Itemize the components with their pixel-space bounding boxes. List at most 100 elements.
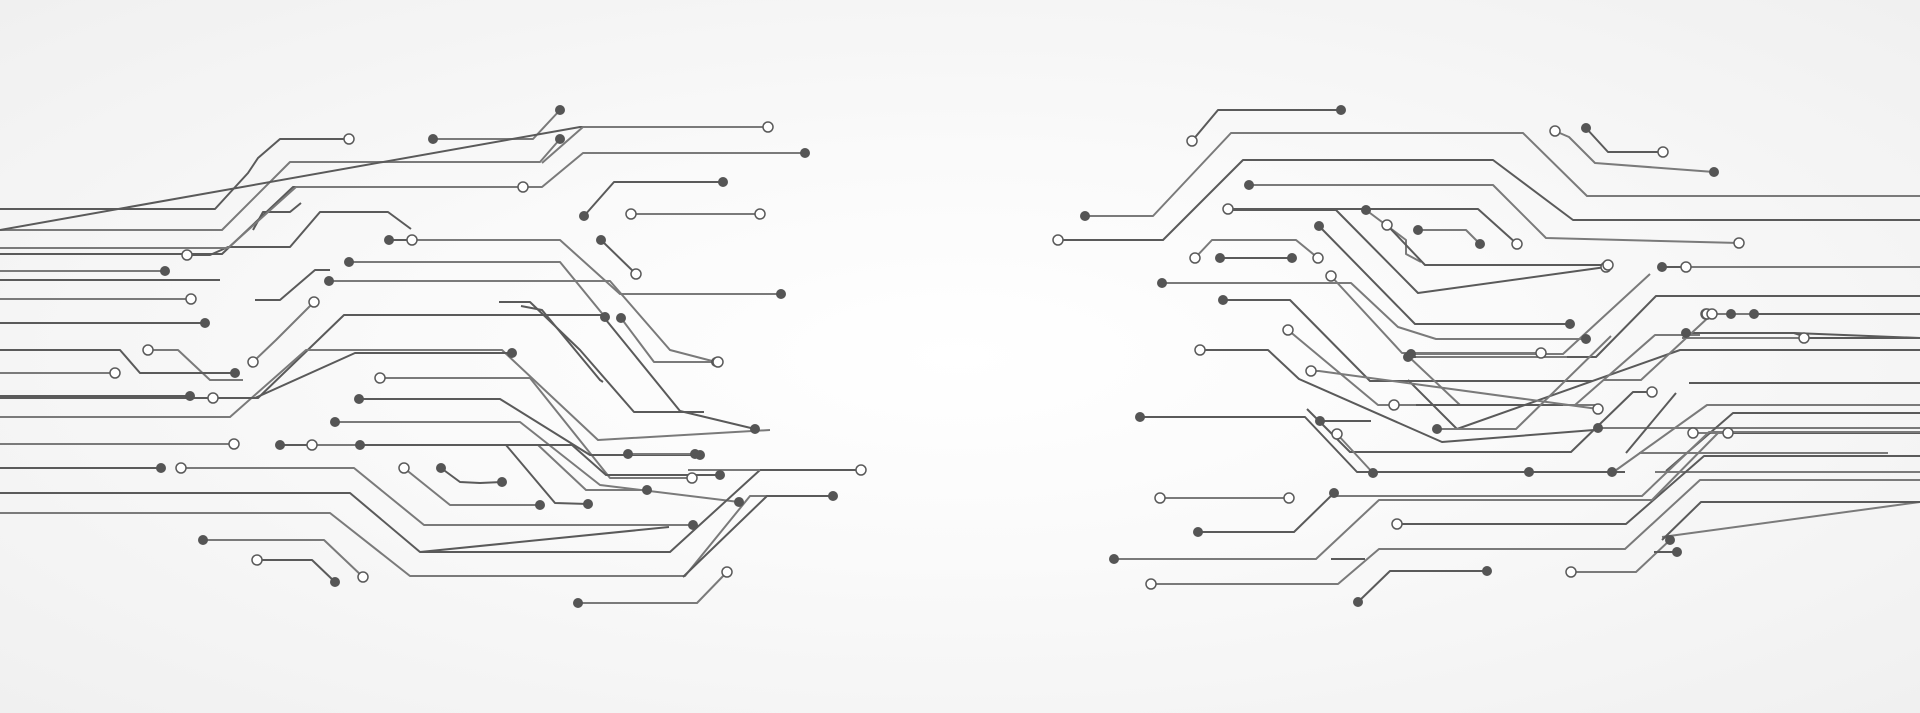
filled-node [355, 440, 365, 450]
open-node [251, 554, 263, 566]
filled-node [1432, 424, 1442, 434]
filled-node [1709, 167, 1719, 177]
circuit-trace [203, 539, 364, 578]
filled-node [230, 368, 240, 378]
circuit-trace [0, 152, 805, 249]
filled-node [1581, 334, 1591, 344]
filled-node [1593, 423, 1603, 433]
filled-node [623, 449, 633, 459]
circuit-trace [578, 571, 728, 604]
filled-node [555, 134, 565, 144]
filled-node [1406, 349, 1416, 359]
open-node [374, 372, 386, 384]
circuit-trace [1330, 275, 1541, 354]
open-node [855, 464, 867, 476]
circuit-trace [359, 398, 700, 456]
filled-node [616, 313, 626, 323]
filled-node [1681, 328, 1691, 338]
circuit-trace [1223, 299, 1592, 382]
filled-node [1524, 467, 1534, 477]
filled-node [555, 105, 565, 115]
filled-node [160, 266, 170, 276]
filled-node [275, 440, 285, 450]
circuit-trace [1661, 501, 1920, 538]
open-node [754, 208, 766, 220]
circuit-trace [1418, 229, 1481, 245]
circuit-trace [1287, 329, 1545, 406]
open-node [1687, 427, 1699, 439]
open-node [721, 566, 733, 578]
circuit-trace [1085, 132, 1920, 217]
filled-node [1657, 262, 1667, 272]
circuit-trace [257, 559, 336, 583]
open-node [1331, 428, 1343, 440]
circuit-trace [1357, 570, 1487, 603]
circuit-trace [349, 261, 606, 318]
open-node [1186, 135, 1198, 147]
circuit-trace [1198, 492, 1335, 533]
circuit-trace [1407, 349, 1920, 430]
open-node [357, 571, 369, 583]
filled-node [1475, 239, 1485, 249]
right-traces [1052, 105, 1920, 607]
open-node [762, 121, 774, 133]
filled-node [583, 499, 593, 509]
filled-node [1193, 527, 1203, 537]
filled-node [690, 449, 700, 459]
filled-node [330, 577, 340, 587]
filled-node [688, 520, 698, 530]
circuit-trace [1200, 349, 1595, 443]
filled-node [507, 348, 517, 358]
circuit-trace [520, 305, 604, 383]
filled-node [750, 424, 760, 434]
circuit-trace [1227, 209, 1607, 294]
open-node [308, 296, 320, 308]
open-node [630, 268, 642, 280]
filled-node [1353, 597, 1363, 607]
filled-node [600, 312, 610, 322]
open-node [398, 462, 410, 474]
circuit-trace [255, 269, 330, 301]
open-node [142, 344, 154, 356]
open-node [1391, 518, 1403, 530]
circuit-trace [600, 239, 637, 275]
open-node [1194, 344, 1206, 356]
open-node [1657, 146, 1669, 158]
circuit-trace [0, 492, 670, 553]
filled-node [579, 211, 589, 221]
circuit-trace [0, 349, 771, 441]
open-node [1798, 332, 1810, 344]
circuit-trace [280, 444, 589, 505]
filled-node [573, 598, 583, 608]
open-node [1646, 386, 1658, 398]
filled-node [1329, 488, 1339, 498]
filled-node [185, 391, 195, 401]
circuit-trace [620, 317, 718, 363]
circuit-trace [1554, 130, 1715, 173]
circuit-trace [1058, 159, 1920, 241]
open-node [343, 133, 355, 145]
circuit-trace [1661, 501, 1920, 541]
open-node [1325, 270, 1337, 282]
filled-node [1287, 253, 1297, 263]
filled-node [642, 485, 652, 495]
filled-node [718, 177, 728, 187]
circuit-trace [1585, 127, 1663, 153]
circuit-trace [329, 280, 717, 363]
open-node [406, 234, 418, 246]
filled-node [1726, 309, 1736, 319]
filled-node [1607, 467, 1617, 477]
open-node [625, 208, 637, 220]
circuit-trace [148, 349, 243, 381]
open-node [1189, 252, 1201, 264]
open-node [1282, 324, 1294, 336]
open-node [1706, 308, 1718, 320]
filled-node [1135, 412, 1145, 422]
filled-node [1361, 205, 1371, 215]
circuit-trace [0, 138, 561, 231]
open-node [1283, 492, 1295, 504]
open-node [109, 367, 121, 379]
open-node [175, 462, 187, 474]
